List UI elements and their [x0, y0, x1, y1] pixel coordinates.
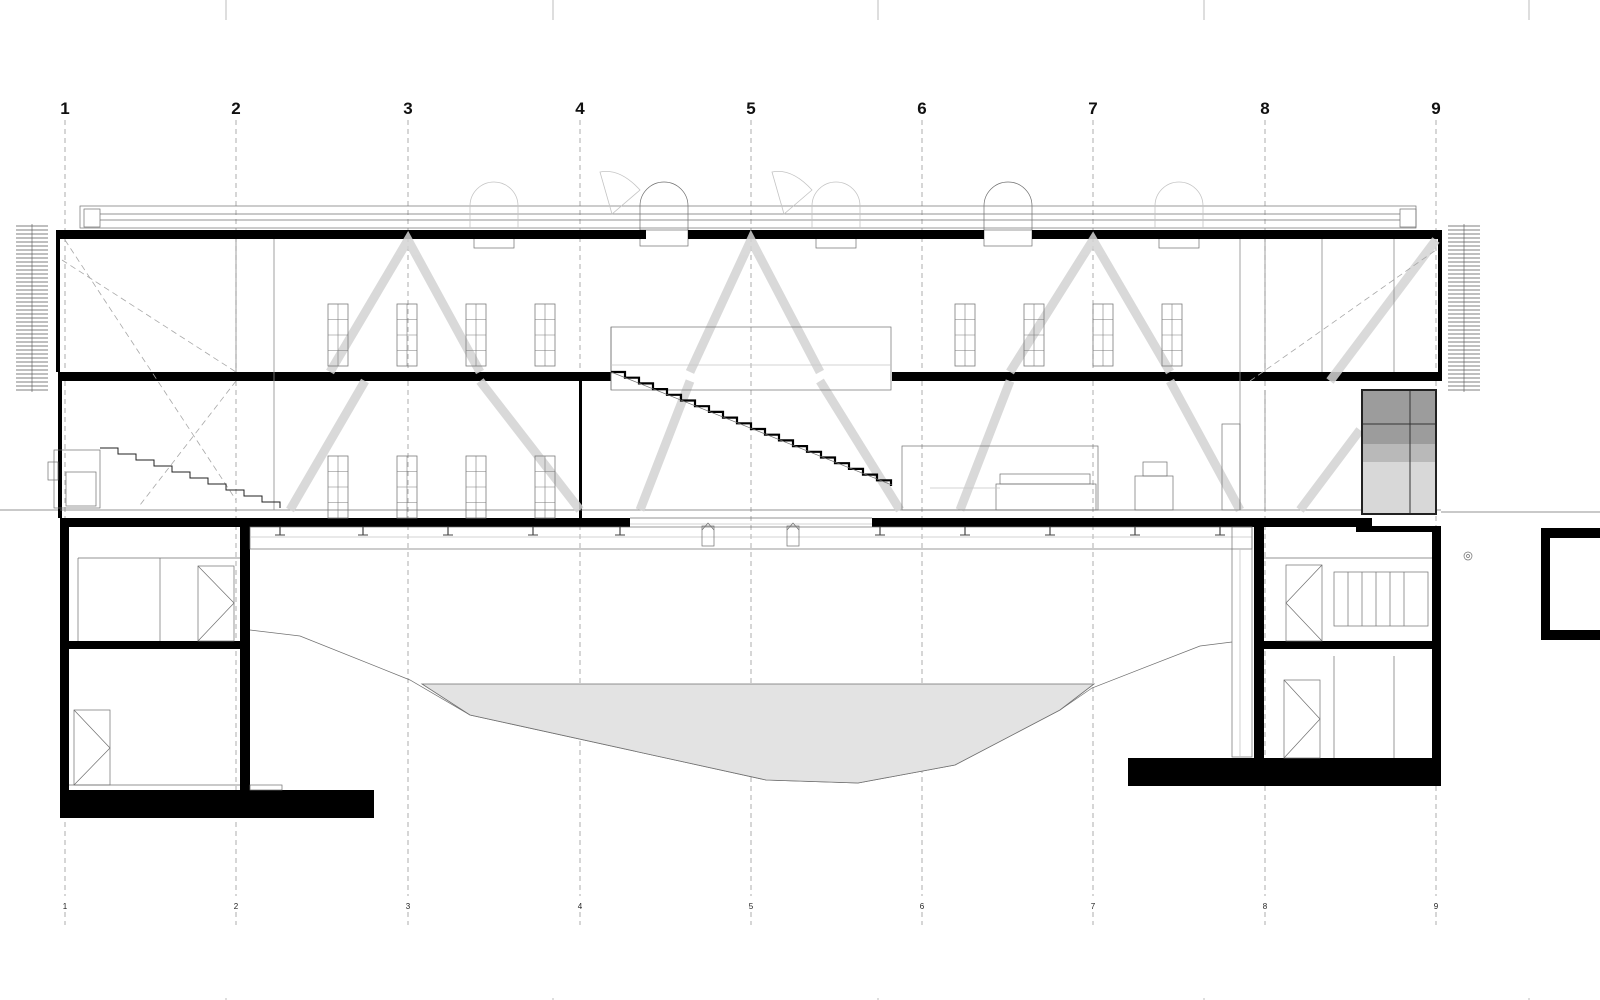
window: [465, 303, 487, 367]
grid-label-top-1: 1: [60, 99, 69, 118]
facade-louvres-right: [1448, 224, 1480, 392]
bridge-beams: [249, 517, 1253, 758]
grid-label-bottom-5: 5: [749, 902, 754, 911]
basement-right-rooms: [1264, 557, 1432, 759]
grid-label-bottom-1: 1: [63, 902, 68, 911]
left-ground-equipment: [47, 449, 101, 509]
window: [1023, 303, 1045, 367]
grid-label-top-8: 8: [1260, 99, 1269, 118]
window: [327, 303, 349, 367]
window: [534, 303, 556, 367]
grid-label-bottom-9: 9: [1434, 902, 1439, 911]
adjacent-structure: [1541, 528, 1600, 640]
basement-wall-axis-2: [240, 518, 250, 790]
suspended-lamp: [786, 525, 800, 547]
upper-floor-slab-right: [892, 372, 1442, 381]
basement-wall-axis-8: [1254, 518, 1264, 758]
grid-label-top-9: 9: [1431, 99, 1440, 118]
storage-rack: [1333, 571, 1429, 627]
diagonal-trusses: [286, 229, 1440, 513]
suspended-lamp: [701, 525, 715, 547]
grid-label-top-5: 5: [746, 99, 755, 118]
foundation-right: [1128, 758, 1441, 786]
sheet-frame-ticks: [225, 0, 1530, 1000]
central-stair: [610, 326, 893, 486]
entrance-step: [1356, 518, 1441, 532]
basement-slab-right: [1264, 641, 1432, 649]
bridge-hangers: [275, 527, 1225, 536]
grid-label-top-6: 6: [917, 99, 926, 118]
grid-label-top-7: 7: [1088, 99, 1097, 118]
grid-label-bottom-4: 4: [578, 902, 583, 911]
grid-label-bottom-3: 3: [406, 902, 411, 911]
glazing-light: [1362, 462, 1436, 514]
grid-label-bottom-6: 6: [920, 902, 925, 911]
survey-point-icon: [1463, 551, 1473, 561]
grid-label-top-2: 2: [231, 99, 240, 118]
rooflight-domes: [469, 171, 1204, 249]
door-icon: [1283, 679, 1321, 759]
ground-slab-left: [60, 518, 630, 527]
glazing-mid: [1362, 444, 1436, 462]
foundation-left: [60, 790, 374, 818]
roof-slab-middle: [688, 230, 984, 239]
ground-floor-wall-left: [58, 381, 62, 518]
window: [954, 303, 976, 367]
window: [465, 455, 487, 519]
door-icon: [1285, 564, 1323, 642]
grid-labels-bottom: 1 2 3 4 5 6 7 8 9: [63, 902, 1439, 911]
basement-left-rooms: [69, 557, 283, 791]
roof-slab-left: [58, 230, 646, 239]
elevation-windows: [327, 303, 1183, 519]
glazing-dark: [1362, 390, 1436, 444]
grid-label-bottom-7: 7: [1091, 902, 1096, 911]
window: [534, 455, 556, 519]
stair-steps: [611, 370, 893, 486]
grid-labels-top: 1 2 3 4 5 6 7 8 9: [60, 99, 1440, 118]
vertical-mullions: [235, 239, 1395, 510]
roof-slab-right: [1032, 230, 1442, 239]
glazed-corner-box: [1361, 389, 1437, 515]
ground-slab-right: [872, 518, 1356, 527]
door-icon: [197, 565, 235, 642]
primary-structure: [56, 230, 1442, 818]
facade-louvres-left: [16, 224, 48, 392]
window: [1092, 303, 1114, 367]
window: [327, 455, 349, 519]
ground-lines: [0, 509, 1600, 513]
grid-label-bottom-8: 8: [1263, 902, 1268, 911]
grid-label-top-3: 3: [403, 99, 412, 118]
window: [396, 455, 418, 519]
grid-label-top-4: 4: [575, 99, 585, 118]
grid-label-bottom-2: 2: [234, 902, 239, 911]
pool-water: [420, 683, 1096, 784]
window: [1161, 303, 1183, 367]
hidden-bracing: [61, 239, 1437, 506]
roof-outline: [79, 205, 1417, 229]
basement-wall-left: [60, 518, 69, 818]
floor-edge-right: [1438, 230, 1442, 380]
basement-wall-right: [1432, 526, 1441, 786]
right-ground-furniture: [901, 423, 1241, 511]
left-stair: [100, 447, 281, 508]
floor-edge-left: [56, 230, 60, 372]
door-icon: [73, 709, 111, 786]
upper-floor-slab-left: [58, 372, 611, 381]
window: [396, 303, 418, 367]
column-axis-4: [579, 381, 582, 518]
basement-slab-left: [69, 641, 240, 649]
